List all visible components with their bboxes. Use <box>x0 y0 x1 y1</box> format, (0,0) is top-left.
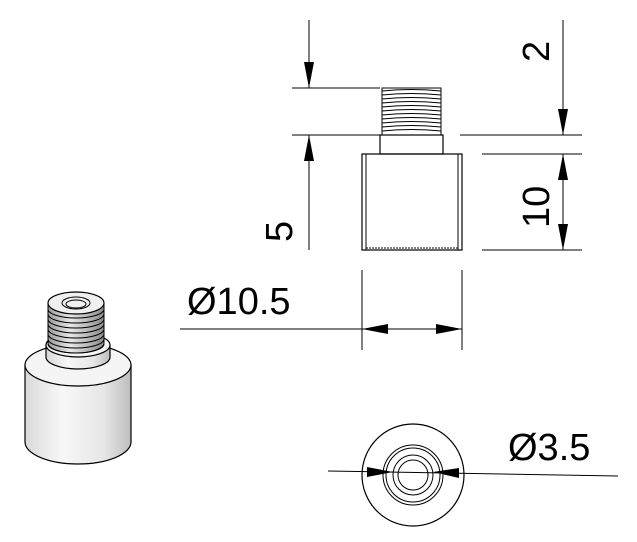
iso-thread-ring <box>47 308 105 319</box>
thread-line <box>381 89 442 92</box>
thread-line <box>381 105 442 108</box>
isometric-view <box>24 291 132 465</box>
front-view <box>361 87 463 251</box>
thread-length-label: 5 <box>259 221 301 242</box>
thread-diameter-label: Ø3.5 <box>508 427 590 469</box>
iso-thread-ring <box>47 338 105 349</box>
extension-lines <box>292 87 582 350</box>
standoff-body <box>361 153 463 251</box>
thread-line <box>381 113 442 116</box>
thread-lines <box>381 89 442 132</box>
thread-line <box>381 97 442 100</box>
iso-thread-ring <box>47 343 105 354</box>
shoulder <box>379 134 444 155</box>
dimension-outer-diameter: Ø10.5 <box>180 281 462 334</box>
iso-thread-ring <box>47 333 105 344</box>
iso-thread-rings <box>47 302 105 354</box>
dimension-body-height: 10 <box>516 154 568 250</box>
iso-thread-ring <box>47 323 105 334</box>
thread-line <box>381 93 442 96</box>
iso-thread-ring <box>47 318 105 329</box>
iso-thread-ring <box>47 313 105 324</box>
dimension-stud-height: 2 <box>516 20 568 135</box>
thread-line <box>381 109 442 112</box>
thread-line <box>381 101 442 104</box>
stud-height-label: 2 <box>516 41 558 62</box>
outer-diameter-label: Ø10.5 <box>187 281 291 323</box>
dimension-thread-length: 5 <box>259 20 314 250</box>
threaded-stud <box>381 87 442 136</box>
thread-line <box>381 121 442 124</box>
thread-line <box>381 129 442 132</box>
iso-thread-ring <box>47 328 105 339</box>
thread-line <box>381 117 442 120</box>
body-height-label: 10 <box>516 186 558 228</box>
thread-line <box>381 125 442 128</box>
top-view: Ø3.5 <box>327 423 619 527</box>
